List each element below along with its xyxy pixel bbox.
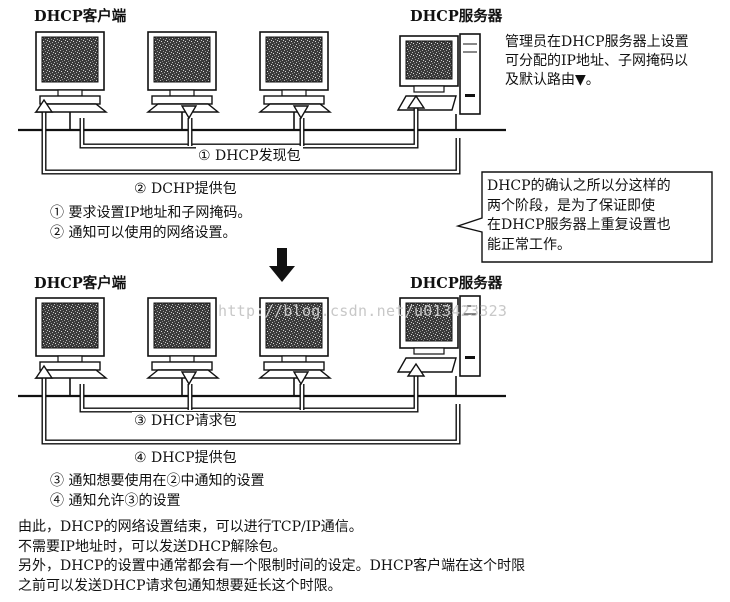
footer-text: 由此，DHCP的网络设置结束，可以进行TCP/IP通信。 不需要IP地址时，可以… xyxy=(18,519,526,594)
request-label: ③ DHCP请求包 xyxy=(132,412,239,430)
bottom-note-1: ③ 通知想要使用在②中通知的设置 xyxy=(50,473,265,489)
server-label: DHCP服务器 xyxy=(410,8,503,25)
top-network xyxy=(18,31,506,175)
server-computer-icon xyxy=(397,33,481,115)
down-arrow-icon xyxy=(269,248,295,282)
callout-text: DHCP的确认之所以分这样的 两个阶段，是为了保证即使 在DHCP服务器上重复设… xyxy=(487,178,671,253)
server-label: DHCP服务器 xyxy=(410,275,503,292)
client-label: DHCP客户端 xyxy=(34,8,127,25)
discover-label: ① DHCP发现包 xyxy=(196,147,303,165)
discover-arrow xyxy=(79,108,419,149)
client-computer-icon xyxy=(259,31,331,113)
bottom-network xyxy=(18,295,506,445)
server-note: 管理员在DHCP服务器上设置 可分配的IP地址、子网掩码以 及默认路由▼。 xyxy=(505,34,689,88)
top-note-1: ① 要求设置IP地址和子网掩码。 xyxy=(50,205,252,221)
client-computer-icon xyxy=(147,297,219,379)
client-computer-icon xyxy=(147,31,219,113)
client-computer-icon xyxy=(35,31,107,113)
offer-label: ② DCHP提供包 xyxy=(134,181,237,197)
bottom-note-2: ④ 通知允许③的设置 xyxy=(50,493,181,509)
watermark: http://blog.csdn.net/u013423323 xyxy=(218,302,508,320)
client-computer-icon xyxy=(35,297,107,379)
ack-label: ④ DHCP提供包 xyxy=(134,450,237,466)
top-note-2: ② 通知可以使用的网络设置。 xyxy=(50,225,237,241)
request-arrow xyxy=(79,376,419,413)
client-label: DHCP客户端 xyxy=(34,275,127,292)
callout-bubble xyxy=(455,171,713,263)
